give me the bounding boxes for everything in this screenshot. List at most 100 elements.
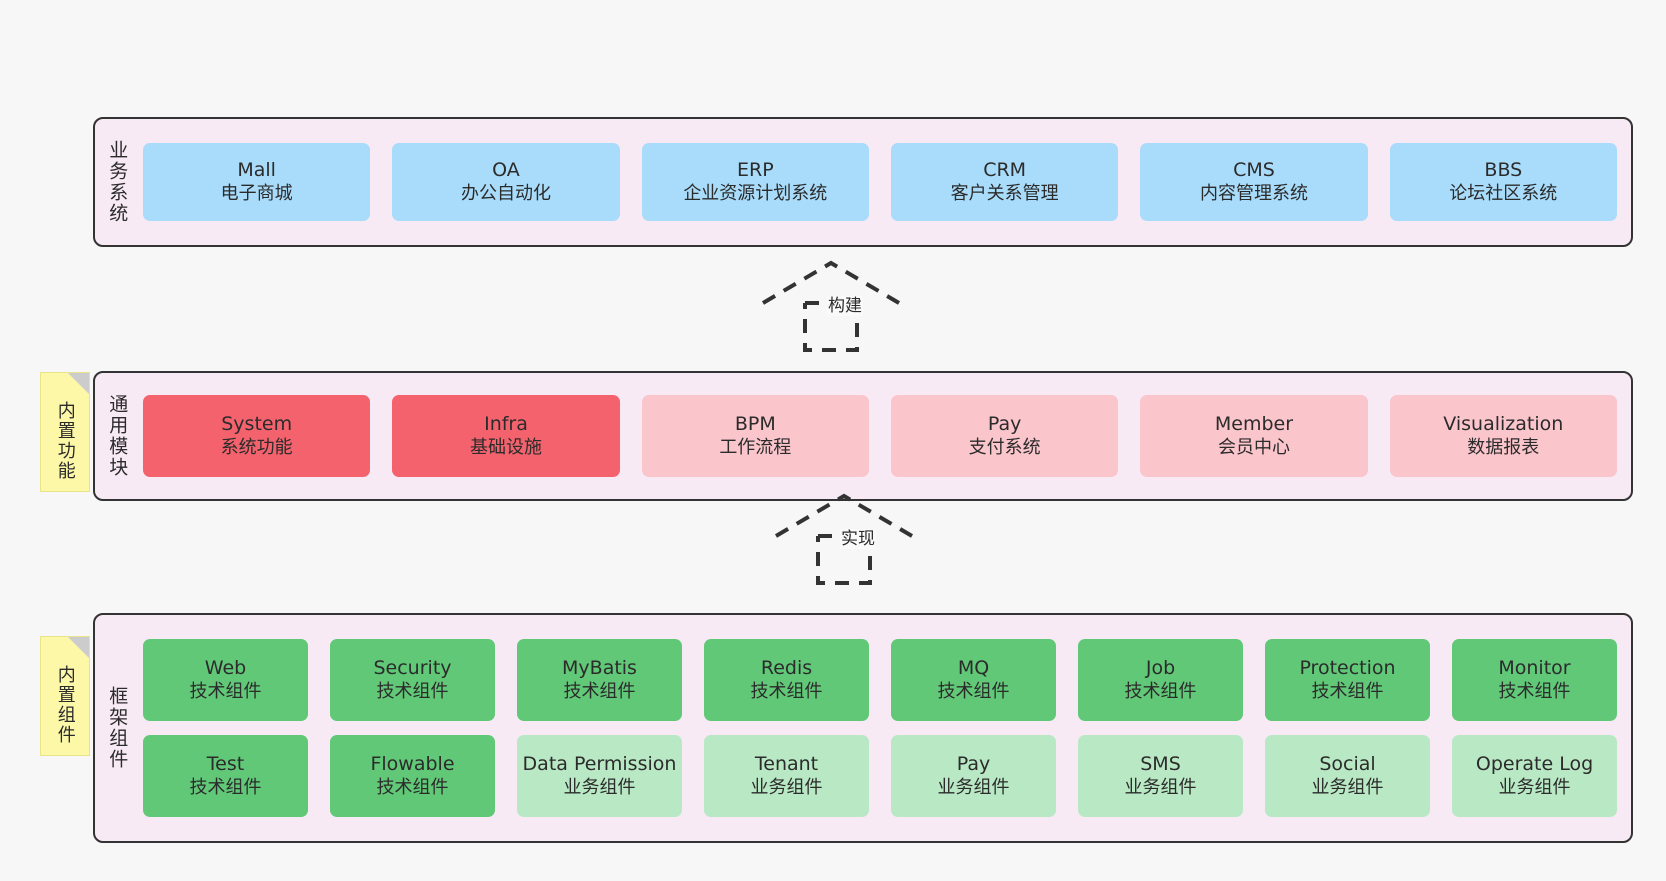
box-web-desc: 技术组件 — [189, 680, 262, 702]
box-mybatis[interactable]: MyBatis 技术组件 — [517, 639, 682, 721]
box-bbs-desc: 论坛社区系统 — [1449, 182, 1558, 204]
box-test-title: Test — [206, 753, 245, 776]
box-visualization[interactable]: Visualization 数据报表 — [1389, 395, 1617, 477]
box-system-desc: 系统功能 — [220, 436, 293, 458]
box-cms[interactable]: CMS 内容管理系统 — [1140, 143, 1368, 221]
box-sms[interactable]: SMS 业务组件 — [1078, 735, 1243, 817]
box-data-permission[interactable]: Data Permission 业务组件 — [517, 735, 682, 817]
box-pay-component-title: Pay — [956, 753, 991, 776]
box-redis-desc: 技术组件 — [750, 680, 823, 702]
box-test-desc: 技术组件 — [189, 776, 262, 798]
box-tenant-title: Tenant — [754, 753, 819, 776]
box-operate-log-desc: 业务组件 — [1498, 776, 1571, 798]
connector-build: 构建 — [755, 255, 935, 355]
business-row: Mall 电子商城 OA 办公自动化 ERP 企业资源计划系统 CRM 客户关系… — [143, 143, 1617, 221]
framework-row-business: Test 技术组件 Flowable 技术组件 Data Permission … — [143, 735, 1617, 817]
box-sms-desc: 业务组件 — [1124, 776, 1197, 798]
box-security-desc: 技术组件 — [376, 680, 449, 702]
box-oa-desc: 办公自动化 — [460, 182, 551, 204]
box-sms-title: SMS — [1140, 753, 1181, 776]
box-pay-component-desc: 业务组件 — [937, 776, 1010, 798]
box-redis-title: Redis — [760, 657, 813, 680]
box-cms-desc: 内容管理系统 — [1199, 182, 1308, 204]
box-tenant[interactable]: Tenant 业务组件 — [704, 735, 869, 817]
layer-framework-components: 框架组件 Web 技术组件 Security 技术组件 MyBatis 技术组件… — [93, 613, 1633, 843]
box-pay-module-title: Pay — [987, 413, 1022, 436]
box-oa[interactable]: OA 办公自动化 — [392, 143, 620, 221]
box-oa-title: OA — [492, 159, 520, 182]
box-mall[interactable]: Mall 电子商城 — [143, 143, 371, 221]
box-social-desc: 业务组件 — [1311, 776, 1384, 798]
box-bpm-title: BPM — [734, 413, 776, 436]
note-builtin-components-label: 内置组件 — [54, 665, 76, 745]
layer-business-body: Mall 电子商城 OA 办公自动化 ERP 企业资源计划系统 CRM 客户关系… — [139, 119, 1631, 245]
layer-framework-body: Web 技术组件 Security 技术组件 MyBatis 技术组件 Redi… — [139, 615, 1631, 841]
box-flowable-title: Flowable — [370, 753, 455, 776]
box-monitor-title: Monitor — [1498, 657, 1571, 680]
box-mq-title: MQ — [957, 657, 990, 680]
box-test[interactable]: Test 技术组件 — [143, 735, 308, 817]
box-member-title: Member — [1214, 413, 1294, 436]
box-member[interactable]: Member 会员中心 — [1140, 395, 1368, 477]
box-mybatis-title: MyBatis — [562, 657, 637, 680]
box-redis[interactable]: Redis 技术组件 — [704, 639, 869, 721]
box-crm-title: CRM — [983, 159, 1027, 182]
connector-build-icon — [761, 260, 901, 352]
box-bpm[interactable]: BPM 工作流程 — [641, 395, 869, 477]
box-system[interactable]: System 系统功能 — [143, 395, 371, 477]
box-mybatis-desc: 技术组件 — [563, 680, 636, 702]
box-infra-desc: 基础设施 — [469, 436, 542, 458]
box-web[interactable]: Web 技术组件 — [143, 639, 308, 721]
box-social[interactable]: Social 业务组件 — [1265, 735, 1430, 817]
box-crm[interactable]: CRM 客户关系管理 — [890, 143, 1119, 221]
box-bpm-desc: 工作流程 — [719, 436, 792, 458]
box-mall-desc: 电子商城 — [220, 182, 293, 204]
box-tenant-desc: 业务组件 — [750, 776, 823, 798]
box-cms-title: CMS — [1233, 159, 1275, 182]
box-visualization-desc: 数据报表 — [1467, 436, 1540, 458]
box-monitor-desc: 技术组件 — [1498, 680, 1571, 702]
box-infra-title: Infra — [484, 413, 528, 436]
layer-common-modules: 通用模块 System 系统功能 Infra 基础设施 BPM 工作流程 Pay… — [93, 371, 1633, 501]
modules-row: System 系统功能 Infra 基础设施 BPM 工作流程 Pay 支付系统… — [143, 395, 1617, 477]
box-mall-title: Mall — [237, 159, 276, 182]
layer-modules-body: System 系统功能 Infra 基础设施 BPM 工作流程 Pay 支付系统… — [139, 373, 1631, 499]
box-job[interactable]: Job 技术组件 — [1078, 639, 1243, 721]
box-pay-module[interactable]: Pay 支付系统 — [890, 395, 1119, 477]
box-erp-title: ERP — [736, 159, 774, 182]
box-social-title: Social — [1319, 753, 1376, 776]
box-operate-log-title: Operate Log — [1475, 753, 1594, 776]
box-erp-desc: 企业资源计划系统 — [683, 182, 828, 204]
box-mq-desc: 技术组件 — [937, 680, 1010, 702]
note-builtin-functions-label: 内置功能 — [54, 401, 76, 481]
box-flowable[interactable]: Flowable 技术组件 — [330, 735, 495, 817]
box-mq[interactable]: MQ 技术组件 — [891, 639, 1056, 721]
box-web-title: Web — [204, 657, 247, 680]
box-crm-desc: 客户关系管理 — [950, 182, 1059, 204]
box-erp[interactable]: ERP 企业资源计划系统 — [641, 143, 869, 221]
box-security[interactable]: Security 技术组件 — [330, 639, 495, 721]
box-job-desc: 技术组件 — [1124, 680, 1197, 702]
box-bbs-title: BBS — [1484, 159, 1523, 182]
box-visualization-title: Visualization — [1443, 413, 1564, 436]
note-builtin-functions: 内置功能 — [40, 372, 90, 492]
box-pay-module-desc: 支付系统 — [968, 436, 1041, 458]
layer-modules-title: 通用模块 — [106, 394, 129, 478]
box-protection-desc: 技术组件 — [1311, 680, 1384, 702]
note-builtin-components: 内置组件 — [40, 636, 90, 756]
box-member-desc: 会员中心 — [1217, 436, 1290, 458]
box-operate-log[interactable]: Operate Log 业务组件 — [1452, 735, 1617, 817]
box-pay-component[interactable]: Pay 业务组件 — [891, 735, 1056, 817]
connector-implement-icon — [774, 493, 914, 585]
box-job-title: Job — [1145, 657, 1176, 680]
box-bbs[interactable]: BBS 论坛社区系统 — [1389, 143, 1617, 221]
box-protection[interactable]: Protection 技术组件 — [1265, 639, 1430, 721]
box-system-title: System — [221, 413, 293, 436]
box-data-permission-title: Data Permission — [522, 753, 677, 776]
box-protection-title: Protection — [1299, 657, 1396, 680]
box-monitor[interactable]: Monitor 技术组件 — [1452, 639, 1617, 721]
framework-row-tech: Web 技术组件 Security 技术组件 MyBatis 技术组件 Redi… — [143, 639, 1617, 721]
box-infra[interactable]: Infra 基础设施 — [392, 395, 620, 477]
layer-business-title: 业务系统 — [106, 140, 129, 224]
